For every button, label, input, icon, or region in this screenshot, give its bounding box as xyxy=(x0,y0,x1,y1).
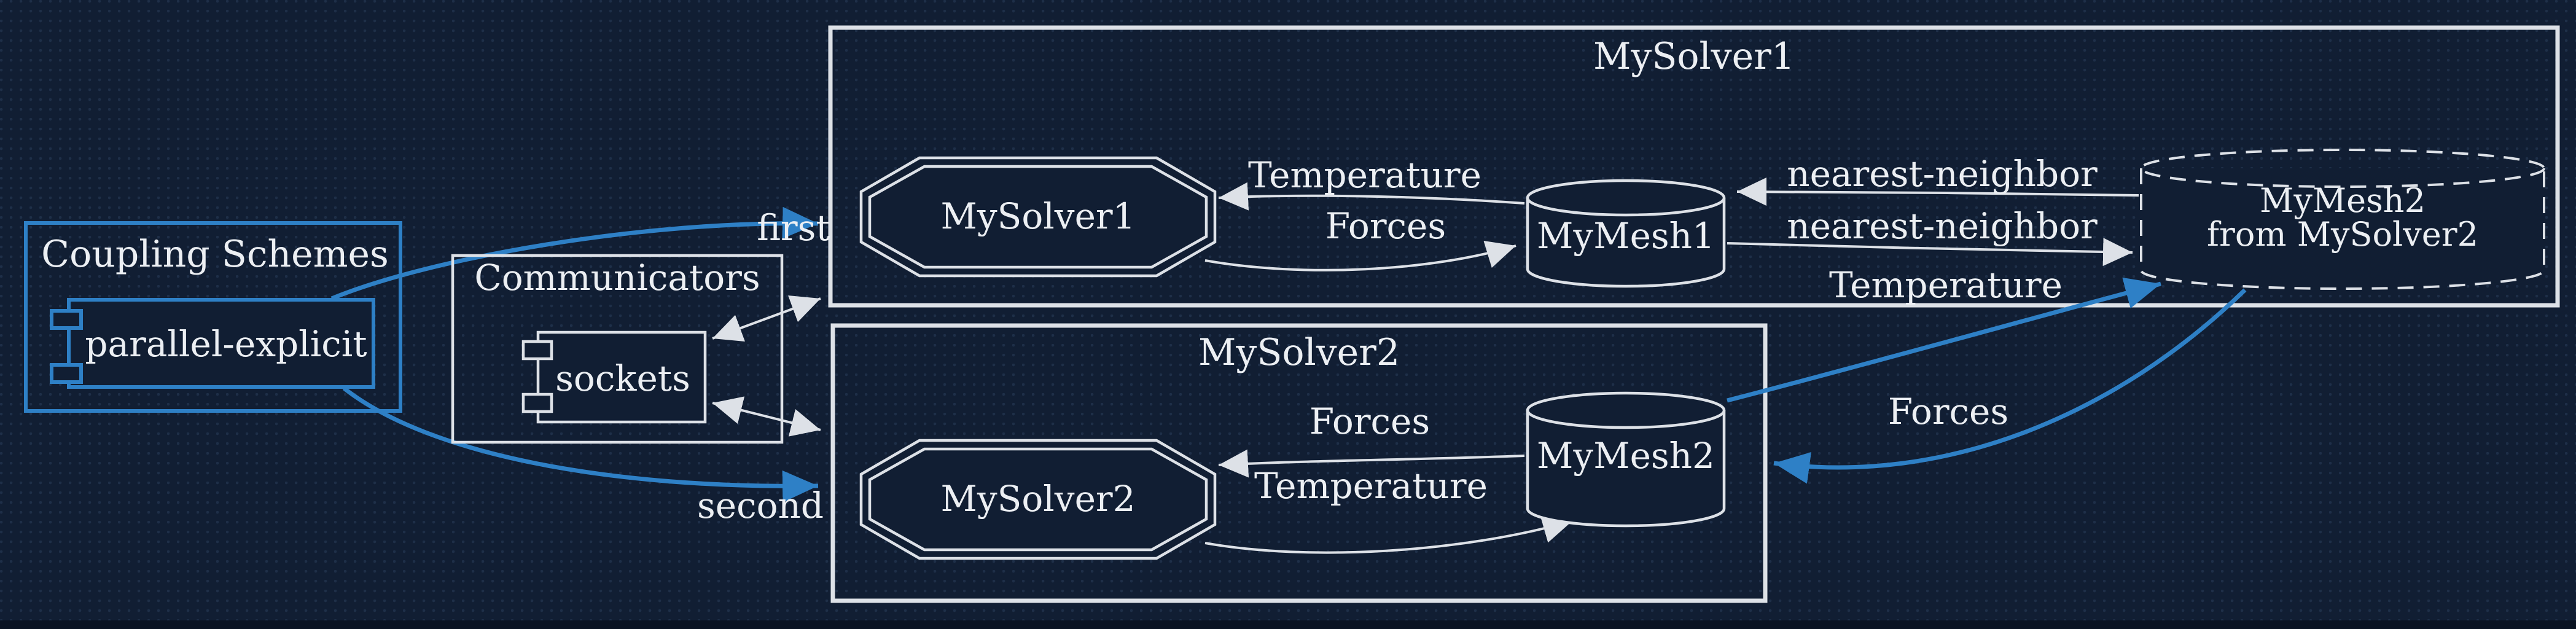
edge-read-temperature xyxy=(1218,182,1525,211)
edge-label-read-forces: Forces xyxy=(1309,400,1430,442)
edge-read-forces xyxy=(1218,449,1525,478)
participant2-cluster-title: MySolver2 xyxy=(1198,331,1400,374)
participant2-edges xyxy=(1204,449,1573,554)
coupling-schemes-group: Coupling Schemes parallel-explicit xyxy=(24,221,402,413)
mesh1-node: MyMesh1 xyxy=(1526,179,1726,288)
coupling-schemes-title: Coupling Schemes xyxy=(41,233,389,276)
communicators-group: Communicators sockets xyxy=(451,254,784,444)
edge-sockets-participant1 xyxy=(712,295,821,342)
scheme-node-box xyxy=(67,298,375,389)
participant2-cluster: MySolver2 xyxy=(830,323,1768,603)
component-icon-tab-bottom xyxy=(521,393,553,413)
edge-exchange-temperature xyxy=(1727,277,2161,403)
solver1-node: MySolver1 xyxy=(859,156,1217,278)
edge-scheme-to-participant1 xyxy=(330,206,819,301)
component-icon-tab-top xyxy=(50,309,83,330)
scheme-node-parallel-explicit: parallel-explicit xyxy=(50,298,375,389)
mesh1-cylinder-top xyxy=(1526,179,1726,217)
communicators-title: Communicators xyxy=(474,257,760,299)
solver2-label: MySolver2 xyxy=(940,478,1135,520)
component-icon-tab-top xyxy=(521,340,553,361)
edge-label-exchange-temperature: Temperature xyxy=(1829,264,2063,306)
received-mesh-cylinder-top xyxy=(2140,149,2545,188)
solver2-node: MySolver2 xyxy=(859,439,1217,560)
sockets-node: sockets xyxy=(521,330,707,424)
mesh2-label: MyMesh2 xyxy=(1537,435,1715,477)
coupling-schemes-box xyxy=(24,221,402,413)
sockets-node-label: sockets xyxy=(555,357,690,399)
edge-exchange-forces xyxy=(1773,288,2247,484)
edge-label-read-temperature: Temperature xyxy=(1248,154,1481,196)
solver1-octagon-outer xyxy=(859,156,1217,278)
received-mesh-label-line1: MyMesh2 xyxy=(2260,181,2426,220)
solver2-octagon-outer xyxy=(859,439,1217,560)
mesh1-label: MyMesh1 xyxy=(1537,215,1715,257)
edge-label-first: first xyxy=(757,207,830,249)
mesh2-node: MyMesh2 xyxy=(1526,391,1726,528)
communicators-box xyxy=(451,254,784,444)
edge-mapping-read xyxy=(1736,178,2139,206)
received-mesh-label-line2: from MySolver2 xyxy=(2207,215,2478,254)
mesh2-cylinder-top xyxy=(1526,391,1726,429)
edge-mapping-write xyxy=(1727,238,2133,267)
participant1-edges xyxy=(1204,178,2139,272)
coupling-edges xyxy=(330,206,2247,502)
edge-label-second: second xyxy=(697,485,824,526)
component-icon-tab-bottom xyxy=(50,363,83,384)
bottom-edge-shadow xyxy=(0,620,2576,629)
received-mesh-cylinder-body xyxy=(2140,168,2545,290)
scheme-node-label: parallel-explicit xyxy=(85,323,367,365)
solver2-octagon-inner xyxy=(868,447,1208,552)
communicator-edges xyxy=(712,295,821,437)
solver1-label: MySolver1 xyxy=(940,195,1135,237)
mesh1-cylinder-body xyxy=(1526,198,1726,288)
edge-label-mapping-read: nearest-neighbor xyxy=(1787,153,2098,195)
edge-label-exchange-forces: Forces xyxy=(1888,391,2008,432)
mesh2-cylinder-body xyxy=(1526,410,1726,528)
edge-label-mapping-write: nearest-neighbor xyxy=(1787,205,2098,247)
edge-write-forces xyxy=(1204,240,1516,272)
sockets-node-box xyxy=(536,330,707,424)
edge-write-temperature xyxy=(1204,515,1573,554)
participant2-cluster-border xyxy=(830,323,1768,603)
edge-label-write-forces: Forces xyxy=(1325,205,1446,247)
solver1-octagon-inner xyxy=(868,165,1208,269)
edge-sockets-participant2 xyxy=(712,396,821,437)
edge-scheme-to-participant2 xyxy=(342,386,819,502)
participant1-cluster: MySolver1 xyxy=(828,25,2560,308)
participant1-cluster-border xyxy=(828,25,2560,308)
edge-label-write-temperature: Temperature xyxy=(1254,465,1488,507)
edge-labels: first second Temperature Forces nearest-… xyxy=(697,153,2098,526)
participant1-cluster-title: MySolver1 xyxy=(1593,35,1795,78)
received-mesh-node: MyMesh2 from MySolver2 xyxy=(2140,149,2545,290)
